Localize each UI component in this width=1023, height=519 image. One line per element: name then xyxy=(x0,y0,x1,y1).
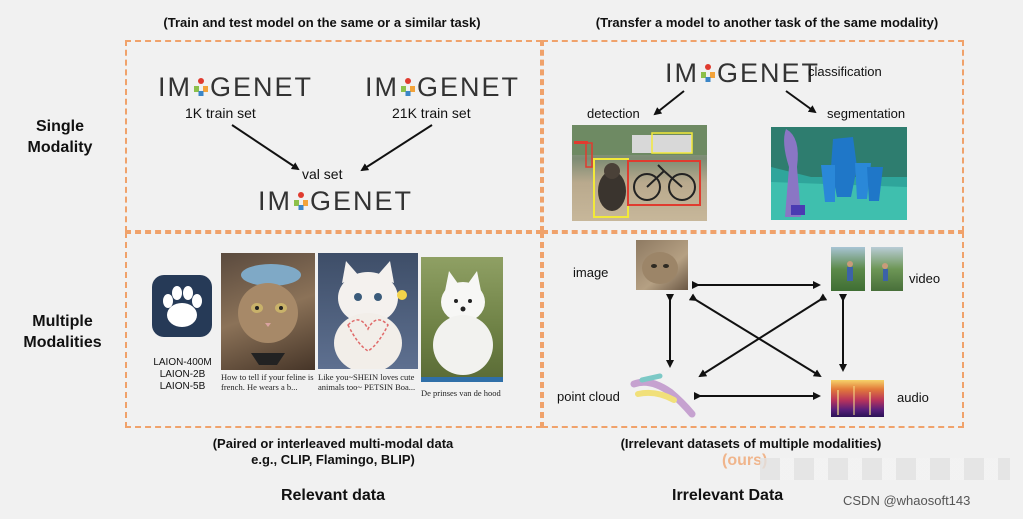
label-image: image xyxy=(573,265,609,280)
quadrant-irrelevant-single xyxy=(542,40,964,232)
row-label-single: Single Modality xyxy=(15,116,105,158)
imagenet-logo-classification: IM GENET xyxy=(665,58,820,89)
imagenet-logo-text-pre: IM xyxy=(258,186,292,216)
imagenet-a-icon xyxy=(192,73,210,96)
arrow-1k-to-val xyxy=(231,124,300,171)
label-video: video xyxy=(909,271,941,286)
imagenet-a-icon xyxy=(399,73,417,96)
caption-bottom-left: (Paired or interleaved multi-modal data … xyxy=(183,436,483,468)
caption-bottom-left-line2: e.g., CLIP, Flamingo, BLIP) xyxy=(251,452,415,467)
caption-bottom-left-line1: (Paired or interleaved multi-modal data xyxy=(212,436,454,451)
quadrant-irrelevant-multi xyxy=(542,232,964,428)
segmentation-image xyxy=(771,127,907,220)
watermark-blur-band xyxy=(760,458,1010,480)
label-classification: classification xyxy=(808,64,882,79)
modality-video-frame-1 xyxy=(831,247,865,291)
imagenet-logo-text-post: GENET xyxy=(417,72,521,102)
modality-image-thumbnail xyxy=(636,240,688,290)
column-label-relevant: Relevant data xyxy=(280,487,386,504)
imagenet-logo-text-pre: IM xyxy=(665,58,699,88)
white-dog-image xyxy=(421,257,503,382)
imagenet-a-icon xyxy=(292,187,310,210)
paw-icon xyxy=(163,286,202,327)
watermark: CSDN @whaosoft143 xyxy=(843,493,971,508)
arrow-to-segmentation xyxy=(785,90,817,114)
label-1k-train: 1K train set xyxy=(185,105,256,121)
caption-top-left: (Train and test model on the same or a s… xyxy=(163,15,481,30)
row-label-multi-line1: Multiple xyxy=(32,313,93,330)
label-21k-train: 21K train set xyxy=(392,105,471,121)
laion-item: LAION-5B xyxy=(159,381,206,392)
caption-dog: De prinses van de hood xyxy=(421,388,501,398)
label-detection: detection xyxy=(587,106,640,121)
laion-item: LAION-2B xyxy=(159,369,206,380)
modality-point-cloud-thumbnail xyxy=(630,372,696,418)
modality-video-frame-2 xyxy=(871,247,903,291)
label-point-cloud: point cloud xyxy=(557,389,620,404)
white-kitten-image xyxy=(318,253,418,369)
arrow-21k-to-val xyxy=(360,124,433,172)
caption-top-right: (Transfer a model to another task of the… xyxy=(595,15,939,30)
label-audio: audio xyxy=(897,390,929,405)
arrow-video-pointcloud xyxy=(698,293,828,378)
label-ours: (ours) xyxy=(722,452,768,469)
detection-image xyxy=(572,125,707,221)
column-label-irrelevant: Irrelevant Data xyxy=(672,487,784,504)
label-segmentation: segmentation xyxy=(827,106,906,121)
imagenet-logo-val: IM GENET xyxy=(258,186,413,217)
imagenet-logo-1k: IM GENET xyxy=(158,72,313,103)
row-label-single-line1: Single xyxy=(35,118,84,135)
laion-item: LAION-400M xyxy=(153,357,212,368)
imagenet-logo-text-post: GENET xyxy=(210,72,314,102)
quadrant-relevant-multi xyxy=(125,232,542,428)
imagenet-logo-text-pre: IM xyxy=(158,72,192,102)
caption-kitten: Like you~SHEIN loves cute animals too~ P… xyxy=(318,372,416,392)
row-label-multi-line2: Modalities xyxy=(23,334,102,351)
laion-logo xyxy=(152,275,212,337)
quadrant-relevant-single xyxy=(125,40,542,232)
row-label-multi: Multiple Modalities xyxy=(15,311,110,353)
laion-list: LAION-400M LAION-2B LAION-5B xyxy=(145,357,220,393)
caption-cat: How to tell if your feline is french. He… xyxy=(221,372,314,392)
imagenet-logo-text-pre: IM xyxy=(365,72,399,102)
imagenet-logo-text-post: GENET xyxy=(310,186,414,216)
imagenet-logo-21k: IM GENET xyxy=(365,72,520,103)
imagenet-a-icon xyxy=(699,59,717,82)
arrow-to-detection xyxy=(653,90,685,116)
cat-beret-image xyxy=(221,253,315,370)
row-label-single-line2: Modality xyxy=(27,139,93,156)
caption-bottom-right: (Irrelevant datasets of multiple modalit… xyxy=(620,436,882,451)
label-val-set: val set xyxy=(302,166,343,182)
imagenet-logo-text-post: GENET xyxy=(717,58,821,88)
modality-audio-spectrogram xyxy=(831,380,884,417)
